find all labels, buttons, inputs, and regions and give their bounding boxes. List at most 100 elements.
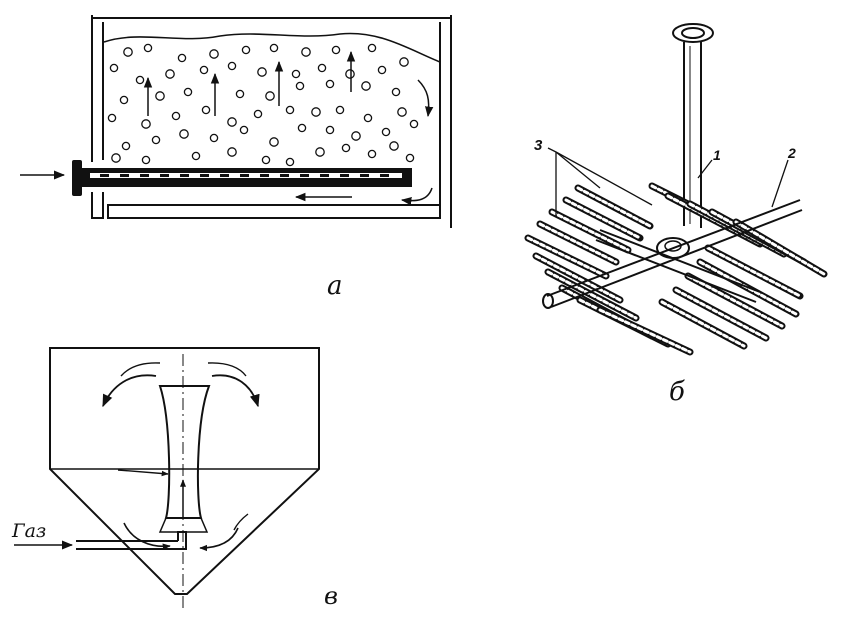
particle [227, 147, 237, 157]
particle [345, 69, 355, 79]
pipe-hole [340, 174, 349, 177]
pipe-hole [360, 174, 369, 177]
particle [119, 95, 129, 105]
rod-highlight [576, 186, 652, 228]
rod-highlight [686, 274, 784, 328]
bed-surface [103, 32, 441, 63]
distributor-pipe [72, 160, 412, 196]
pipe-hole [180, 174, 189, 177]
particle [123, 47, 133, 57]
pipe-hole [240, 174, 249, 177]
particle [107, 113, 117, 123]
particle [341, 143, 351, 153]
rod-highlight [526, 236, 608, 278]
particle [239, 125, 249, 135]
particle [297, 123, 307, 133]
particle [135, 75, 145, 85]
rod-highlight [546, 270, 638, 320]
pipe-hub [656, 237, 690, 259]
rod-grid [524, 182, 828, 356]
particle [331, 45, 341, 55]
circulation-arrow-right [211, 374, 260, 408]
rod-highlight [564, 198, 642, 240]
particle [285, 157, 295, 167]
particle [235, 89, 245, 99]
pipe-hole [380, 174, 389, 177]
particle [301, 47, 311, 57]
flow-arrows-up [143, 50, 356, 116]
particle [165, 69, 175, 79]
particle [325, 125, 335, 135]
circulation-arrow-left [102, 374, 157, 408]
panel-a-diagram: а [20, 15, 452, 301]
particle [325, 79, 335, 89]
inflow-arrow-right [199, 527, 239, 552]
vessel-outline [49, 347, 320, 595]
particle [285, 105, 295, 115]
draft-tube [158, 385, 211, 519]
panel-v-label: в [324, 582, 338, 610]
rod-highlight [538, 222, 618, 264]
particle [141, 119, 151, 129]
particle [311, 107, 321, 117]
gas-pipe [76, 531, 187, 550]
particle [315, 147, 325, 157]
particle [317, 63, 327, 73]
rod-highlight [706, 246, 802, 298]
part-label-2: 2 [787, 145, 796, 161]
panel-b-diagram: 1 2 3 б [524, 23, 828, 407]
particle [141, 155, 151, 165]
rod-highlight [550, 210, 630, 252]
rod-highlight [674, 288, 768, 340]
particle [381, 127, 391, 137]
particle [253, 109, 263, 119]
particle [291, 69, 301, 79]
top-flange [672, 23, 714, 43]
particle [241, 45, 251, 55]
pipe-hole [280, 174, 289, 177]
particle [269, 43, 279, 53]
vertical-pipe [683, 42, 702, 228]
part-label-3: 3 [534, 137, 543, 154]
particle [177, 53, 187, 63]
particle [265, 91, 275, 101]
particle [391, 87, 401, 97]
particle [209, 133, 219, 143]
particle [111, 153, 121, 163]
rod-highlight [660, 300, 746, 348]
panel-v-diagram: Газ в [11, 347, 338, 612]
particle [227, 117, 237, 127]
pipe-hole [320, 174, 329, 177]
particle [397, 107, 407, 117]
particle-field [107, 43, 419, 167]
leader-lines [547, 147, 789, 217]
particle [405, 153, 415, 163]
pipe-hole [220, 174, 229, 177]
particle [151, 135, 161, 145]
particle [121, 141, 131, 151]
pipe-hole [140, 174, 149, 177]
particle [171, 111, 181, 121]
particle [109, 63, 119, 73]
particle [183, 87, 193, 97]
gas-label: Газ [11, 520, 46, 542]
part-label-1: 1 [713, 147, 721, 163]
particle [201, 105, 211, 115]
particle [143, 43, 153, 53]
particle [361, 81, 371, 91]
flow-arrow-down [417, 79, 434, 118]
cross-pipe-short [595, 229, 761, 303]
particle [399, 57, 409, 67]
particle [367, 43, 377, 53]
particle [261, 155, 271, 165]
pipe-hole [260, 174, 269, 177]
pipe-hole [100, 174, 109, 177]
particle [377, 65, 387, 75]
panel-b-label: б [669, 377, 685, 407]
particle [363, 113, 373, 123]
particle [351, 131, 361, 141]
particle [389, 141, 399, 151]
particle [409, 119, 419, 129]
panel-a-label: а [327, 271, 343, 301]
